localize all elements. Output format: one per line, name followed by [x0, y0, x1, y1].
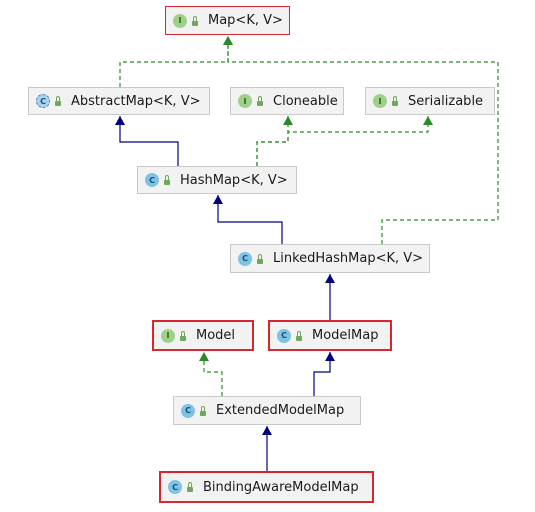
node-abstractmap[interactable]: C AbstractMap<K, V> [28, 87, 210, 115]
edge-hashmap-to-abstractmap [119, 116, 179, 166]
node-cloneable-label: Cloneable [273, 93, 338, 109]
arrowhead-bindingawaremodelmap-to-extendedmodelmap [262, 426, 272, 435]
node-hashmap[interactable]: C HashMap<K, V> [137, 166, 297, 194]
lock-icon [256, 253, 264, 264]
node-extendedmodelmap-label: ExtendedModelMap [216, 403, 345, 418]
node-serializable-label: Serializable [408, 93, 484, 109]
arrowhead-extendedmodelmap-to-modelmap [325, 352, 335, 361]
interface-icon: I [173, 13, 187, 28]
class-icon: C [145, 173, 159, 187]
abstract-class-icon: C [36, 94, 50, 108]
class-icon: C [277, 328, 291, 343]
lock-icon [179, 330, 187, 341]
lock-icon [163, 175, 171, 185]
interface-icon: I [373, 94, 387, 108]
class-icon: C [181, 403, 195, 418]
arrowhead-modelmap-to-linkedhashmap [325, 274, 335, 283]
arrowhead-linkedhashmap-to-map [223, 36, 233, 45]
node-bindingawaremodelmap-label: BindingAwareModelMap [203, 479, 359, 495]
edge-abstractmap-to-map [119, 36, 229, 87]
node-linkedhashmap-label: LinkedHashMap<K, V> [273, 251, 424, 266]
node-hashmap-label: HashMap<K, V> [180, 172, 288, 188]
lock-icon [391, 96, 399, 106]
arrowhead-hashmap-to-serializable [423, 116, 433, 125]
arrowhead-hashmap-to-cloneable [283, 116, 293, 125]
edge-extendedmodelmap-to-model [203, 352, 223, 396]
lock-icon [256, 96, 264, 106]
lock-icon [186, 482, 194, 492]
node-serializable[interactable]: I Serializable [365, 87, 495, 115]
edge-linkedhashmap-to-map [227, 36, 499, 244]
node-linkedhashmap[interactable]: C LinkedHashMap<K, V> [230, 244, 430, 273]
lock-icon [199, 405, 207, 416]
lock-icon [295, 330, 303, 341]
node-modelmap[interactable]: C ModelMap [268, 320, 392, 351]
node-modelmap-label: ModelMap [312, 328, 379, 343]
class-icon: C [168, 480, 182, 494]
edge-hashmap-to-serializable [256, 116, 429, 166]
node-cloneable[interactable]: I Cloneable [230, 87, 344, 115]
node-bindingawaremodelmap[interactable]: C BindingAwareModelMap [159, 471, 374, 503]
arrowhead-hashmap-to-abstractmap [115, 116, 125, 125]
node-map-label: Map<K, V> [208, 13, 283, 28]
arrowhead-extendedmodelmap-to-model [199, 352, 209, 361]
node-model-label: Model [196, 328, 236, 343]
lock-icon [191, 15, 199, 26]
class-icon: C [238, 251, 252, 266]
node-map[interactable]: I Map<K, V> [165, 6, 290, 35]
interface-icon: I [238, 94, 252, 108]
arrowhead-linkedhashmap-to-hashmap [213, 195, 223, 204]
node-abstractmap-label: AbstractMap<K, V> [71, 93, 201, 109]
node-model[interactable]: I Model [152, 320, 254, 351]
lock-icon [54, 96, 62, 106]
edge-linkedhashmap-to-hashmap [217, 195, 283, 244]
edge-extendedmodelmap-to-modelmap [313, 352, 331, 396]
edge-hashmap-to-cloneable [256, 116, 289, 166]
interface-icon: I [161, 328, 175, 343]
node-extendedmodelmap[interactable]: C ExtendedModelMap [173, 396, 361, 425]
